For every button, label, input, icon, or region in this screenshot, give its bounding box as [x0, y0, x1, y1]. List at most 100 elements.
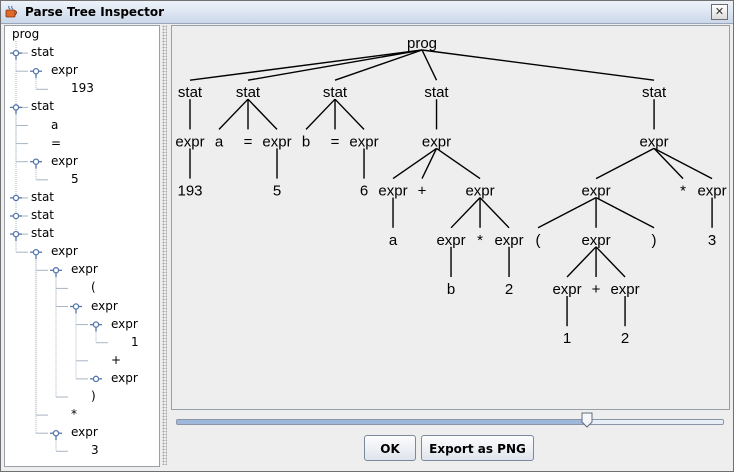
tree-node-23[interactable]: 3: [91, 443, 99, 458]
expand-handle-icon[interactable]: [30, 248, 42, 260]
tree-node-14[interactable]: (: [91, 280, 96, 295]
tree-node-15[interactable]: expr: [91, 298, 118, 313]
tree-edge: [421, 49, 655, 81]
parse-node-=[interactable]: =: [244, 133, 253, 150]
tree-edge: [595, 246, 626, 278]
parse-node-expr[interactable]: expr: [581, 183, 610, 200]
expand-handle-icon[interactable]: [30, 67, 42, 79]
tree-edge: [537, 196, 597, 229]
parse-node-expr[interactable]: expr: [422, 133, 451, 150]
parse-node-expr[interactable]: expr: [494, 232, 523, 249]
tree-node-2[interactable]: expr: [51, 63, 78, 78]
tree-node-12[interactable]: expr: [51, 244, 78, 259]
tree-edge: [218, 98, 249, 130]
parse-node-*[interactable]: *: [680, 183, 686, 200]
parse-node-193[interactable]: 193: [177, 183, 202, 200]
expand-handle-icon[interactable]: [10, 230, 22, 242]
close-button[interactable]: ✕: [711, 4, 728, 20]
parse-node-expr[interactable]: expr: [436, 232, 465, 249]
expand-handle-icon[interactable]: [10, 104, 22, 115]
parse-node-expr[interactable]: expr: [465, 183, 494, 200]
parse-node-stat[interactable]: stat: [642, 84, 667, 101]
expand-handle-icon[interactable]: [10, 194, 22, 202]
parse-node-stat[interactable]: stat: [323, 84, 348, 101]
title-bar[interactable]: Parse Tree Inspector ✕: [1, 1, 733, 24]
tree-node-11[interactable]: stat: [31, 226, 55, 241]
tree-edge: [334, 49, 423, 81]
slider-thumb[interactable]: [581, 412, 593, 428]
parse-node-expr[interactable]: expr: [552, 281, 581, 298]
tree-node-13[interactable]: expr: [71, 262, 98, 277]
parse-node-*[interactable]: *: [477, 232, 483, 249]
expand-handle-icon[interactable]: [30, 158, 42, 169]
tree-edge: [247, 98, 278, 130]
parse-node-expr[interactable]: expr: [581, 232, 610, 249]
ok-button[interactable]: OK: [364, 435, 416, 461]
parse-node-1[interactable]: 1: [563, 330, 571, 347]
parse-node-([interactable]: (: [536, 232, 541, 249]
tree-guide-lines: [10, 41, 108, 452]
expand-handle-icon[interactable]: [90, 375, 102, 383]
tree-node-7[interactable]: expr: [51, 153, 78, 168]
parse-node-expr[interactable]: expr: [697, 183, 726, 200]
expand-handle-icon[interactable]: [10, 49, 22, 61]
tree-node-9[interactable]: stat: [31, 189, 55, 204]
expand-handle-icon[interactable]: [10, 212, 22, 220]
parse-node-=[interactable]: =: [331, 133, 340, 150]
tree-edge: [450, 197, 481, 229]
expand-handle-icon[interactable]: [90, 321, 102, 332]
parse-node-expr[interactable]: expr: [349, 133, 378, 150]
parse-node-a[interactable]: a: [215, 133, 224, 150]
expand-handle-icon[interactable]: [70, 303, 82, 314]
tree-node-6[interactable]: =: [51, 135, 62, 150]
parse-node-stat[interactable]: stat: [424, 84, 449, 101]
parse-node-6[interactable]: 6: [360, 183, 368, 200]
parse-node-expr[interactable]: expr: [639, 133, 668, 150]
expand-handle-icon[interactable]: [50, 429, 62, 441]
java-cup-icon: [5, 5, 17, 18]
parse-node-stat[interactable]: stat: [236, 84, 261, 101]
tree-node-10[interactable]: stat: [31, 208, 55, 222]
tree-edge: [595, 147, 655, 180]
tree-node-1[interactable]: stat: [31, 45, 55, 60]
tree-edge: [653, 147, 684, 180]
tree-edge: [653, 147, 713, 180]
tree-node-4[interactable]: stat: [31, 99, 55, 114]
parse-node-3[interactable]: 3: [708, 232, 716, 249]
parse-node-+[interactable]: +: [418, 183, 427, 200]
parse-node-prog[interactable]: prog: [407, 35, 437, 52]
parse-node-)[interactable]: ): [652, 232, 657, 249]
parse-node-b[interactable]: b: [447, 281, 455, 298]
tree-node-22[interactable]: expr: [71, 425, 98, 440]
parse-node-expr[interactable]: expr: [175, 133, 204, 150]
parse-node-2[interactable]: 2: [621, 330, 629, 347]
tree-edge: [189, 49, 423, 81]
parse-node-expr[interactable]: expr: [378, 183, 407, 200]
parse-node-stat[interactable]: stat: [178, 84, 203, 101]
parse-node-b[interactable]: b: [302, 133, 310, 150]
tree-node-0[interactable]: prog: [12, 27, 40, 41]
parse-node-2[interactable]: 2: [505, 281, 513, 298]
tree-node-5[interactable]: a: [51, 117, 59, 132]
tree-node-17[interactable]: 1: [131, 334, 139, 349]
parse-node-expr[interactable]: expr: [610, 281, 639, 298]
split-pane-divider[interactable]: [162, 25, 167, 465]
expand-handle-icon[interactable]: [50, 267, 62, 278]
tree-outline-panel[interactable]: prog stat expr 193 stat a = expr 5 stat stat stat ex…: [4, 25, 160, 467]
tree-node-3[interactable]: 193: [71, 81, 94, 96]
export-png-button[interactable]: Export as PNG: [421, 435, 534, 461]
parse-node-+[interactable]: +: [592, 281, 601, 298]
parse-node-a[interactable]: a: [389, 232, 398, 249]
parse-node-expr[interactable]: expr: [262, 133, 291, 150]
tree-node-20[interactable]: ): [91, 389, 96, 403]
zoom-slider[interactable]: [176, 412, 724, 432]
tree-node-21[interactable]: *: [71, 407, 77, 422]
tree-node-16[interactable]: expr: [111, 316, 138, 331]
tree-node-19[interactable]: expr: [111, 370, 138, 385]
parse-node-5[interactable]: 5: [273, 183, 281, 200]
tree-node-8[interactable]: 5: [71, 171, 79, 186]
slider-track[interactable]: [176, 419, 724, 425]
tree-node-18[interactable]: +: [111, 352, 122, 367]
